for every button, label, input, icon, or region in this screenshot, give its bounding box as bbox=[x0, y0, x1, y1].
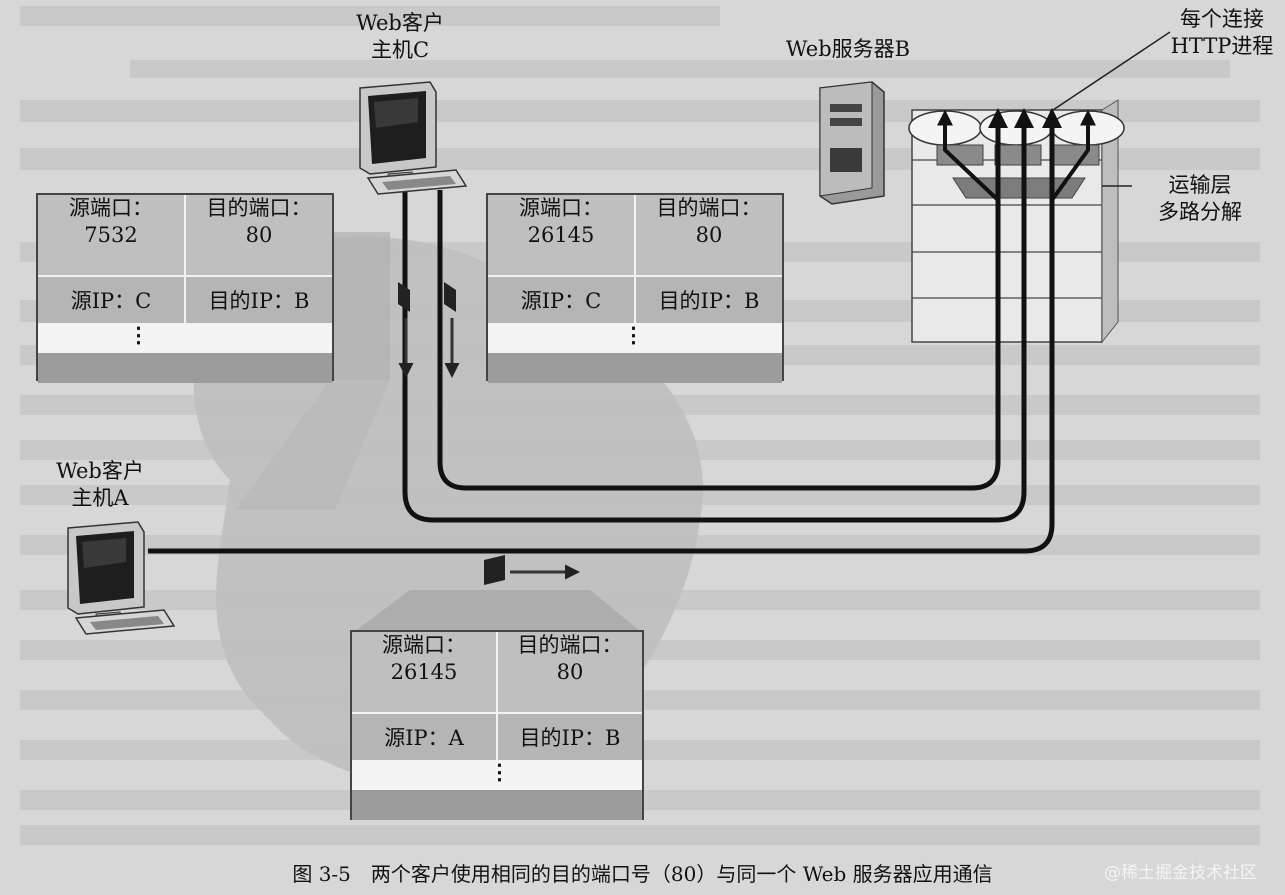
more-fields: ⋮ bbox=[623, 322, 644, 347]
connection-c1 bbox=[437, 108, 1008, 491]
src-port-value: 7532 bbox=[84, 223, 138, 248]
http-process-2 bbox=[979, 110, 1053, 146]
src-port-label: 源端口： bbox=[519, 196, 603, 220]
host-a-label: Web客户 主机A bbox=[56, 459, 144, 511]
src-port-label: 源端口： bbox=[382, 633, 466, 657]
server-b-label: Web服务器B bbox=[785, 37, 911, 61]
dst-port-value: 80 bbox=[695, 223, 723, 248]
src-ip: 源IP：A bbox=[384, 726, 464, 750]
figure-caption: 图 3-5 两个客户使用相同的目的端口号（80）与同一个 Web 服务器应用通信 bbox=[292, 862, 993, 886]
dst-port-label: 目的端口： bbox=[517, 633, 623, 657]
segment-header-host-c-7532: 源端口： 7532 目的端口： 80 源IP：C 目的IP：B ⋮ bbox=[36, 193, 334, 383]
segment-header-host-a-26145: 源端口： 26145 目的端口： 80 源IP：A 目的IP：B ⋮ bbox=[350, 630, 644, 820]
watermark: @稀土掘金技术社区 bbox=[1104, 863, 1257, 883]
computer-icon bbox=[67, 521, 176, 635]
host-c-label: Web客户 主机C bbox=[356, 11, 444, 63]
more-fields: ⋮ bbox=[128, 322, 149, 347]
dst-port-value: 80 bbox=[556, 660, 584, 685]
dst-port-label: 目的端口： bbox=[656, 196, 762, 220]
src-port-label: 源端口： bbox=[69, 196, 153, 220]
server-protocol-stack bbox=[908, 31, 1171, 344]
dst-port-label: 目的端口： bbox=[206, 196, 312, 220]
connection-a bbox=[148, 108, 1062, 554]
http-process-label: 每个连接 HTTP进程 bbox=[1170, 7, 1274, 59]
server-tower-icon bbox=[819, 81, 885, 205]
segment-header-host-c-26145: 源端口： 26145 目的端口： 80 源IP：C 目的IP：B ⋮ bbox=[486, 193, 784, 383]
connection-paths bbox=[148, 108, 1062, 554]
dst-ip: 目的IP：B bbox=[184, 277, 332, 325]
computer-icon bbox=[359, 81, 468, 195]
connection-c2 bbox=[402, 108, 1034, 523]
src-port-value: 26145 bbox=[390, 660, 458, 685]
dst-port-value: 80 bbox=[245, 223, 273, 248]
dst-ip: 目的IP：B bbox=[634, 277, 782, 325]
src-port-value: 26145 bbox=[527, 223, 595, 248]
more-fields: ⋮ bbox=[489, 759, 510, 784]
packet-icon bbox=[398, 282, 505, 585]
src-ip: 源IP：C bbox=[70, 289, 152, 313]
src-ip: 源IP：C bbox=[520, 289, 602, 313]
dst-ip: 目的IP：B bbox=[496, 714, 642, 762]
transport-demux-label: 运输层 多路分解 bbox=[1158, 173, 1242, 225]
